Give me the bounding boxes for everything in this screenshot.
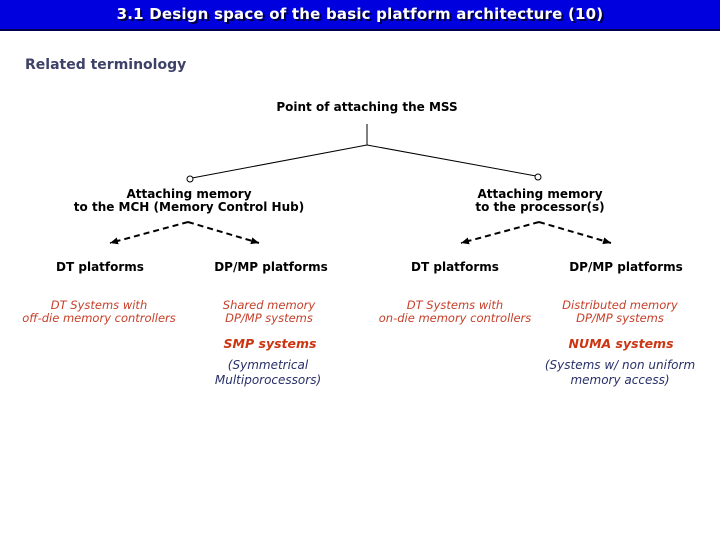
branch-label-mch: Attaching memory to the MCH (Memory Cont… [74,188,304,214]
description-distributed-memory-line2: DP/MP systems [576,311,664,325]
left-branch-line [191,144,368,179]
platform-label-dpmp-right: DP/MP platforms [569,260,683,274]
description-shared-memory-line2: DP/MP systems [225,311,313,325]
slide-title: 3.1 Design space of the basic platform a… [0,0,720,31]
description-shared-memory: Shared memory DP/MP systems [223,299,315,325]
description-distributed-memory: Distributed memory DP/MP systems [562,299,678,325]
left-node-circle [186,175,194,183]
description-shared-memory-line1: Shared memory [222,298,316,312]
smp-expansion-line1: (Symmetrical [227,358,309,372]
dashed-arrow-dt-left [109,221,189,245]
numa-expansion-line1: (Systems w/ non uniform [544,358,696,372]
smp-expansion: (Symmetrical Multiporocessors) [215,358,321,388]
branch-label-processor: Attaching memory to the processor(s) [475,188,604,214]
description-offdie-line1: DT Systems with [50,298,148,312]
section-heading: Related terminology [25,57,187,73]
dashed-arrow-dpmp-left [187,221,260,245]
smp-expansion-line2: Multiporocessors) [214,373,322,387]
numa-expansion: (Systems w/ non uniform memory access) [545,358,695,388]
description-offdie-line2: off-die memory controllers [22,311,176,325]
platform-label-dpmp-left: DP/MP platforms [214,260,328,274]
description-ondie-line2: on-die memory controllers [378,311,532,325]
description-distributed-memory-line1: Distributed memory [562,298,678,312]
description-ondie-line1: DT Systems with [406,298,504,312]
platform-label-dt-left: DT platforms [56,260,144,274]
smp-systems-label: SMP systems [223,336,317,351]
numa-systems-label: NUMA systems [568,336,674,351]
right-branch-line [366,144,537,177]
branch-label-mch-line1: Attaching memory [126,187,252,201]
dashed-arrow-dt-right [460,221,540,245]
right-node-circle [534,173,542,181]
numa-expansion-line2: memory access) [570,373,670,387]
description-offdie: DT Systems with off-die memory controlle… [22,299,176,325]
description-ondie: DT Systems with on-die memory controller… [379,299,532,325]
branch-label-processor-line2: to the processor(s) [475,200,605,214]
platform-label-dt-right: DT platforms [411,260,499,274]
tree-root-label: Point of attaching the MSS [276,100,458,114]
branch-label-mch-line2: to the MCH (Memory Control Hub) [73,200,305,214]
dashed-arrow-dpmp-right [538,221,612,245]
branch-label-processor-line1: Attaching memory [477,187,603,201]
